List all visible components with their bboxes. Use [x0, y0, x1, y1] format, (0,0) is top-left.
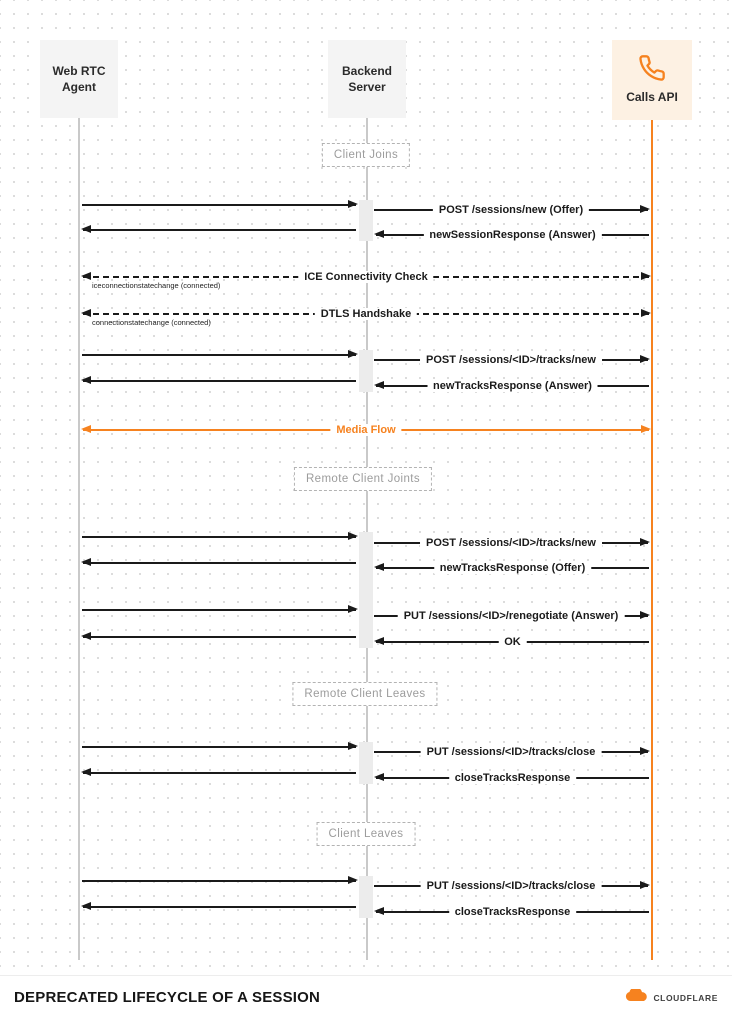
message-line — [83, 772, 356, 774]
activation-bar — [359, 200, 373, 241]
message-line — [82, 609, 356, 611]
arrowhead — [81, 768, 91, 776]
message-line — [83, 636, 356, 638]
arrowhead — [640, 355, 650, 363]
arrowhead — [81, 558, 91, 566]
message-sublabel: connectionstatechange (connected) — [92, 318, 211, 327]
arrowhead — [374, 907, 384, 915]
message-line — [82, 354, 356, 356]
cloudflare-logo-text: CLOUDFLARE — [653, 992, 718, 1003]
message-label: ICE Connectivity Check — [298, 271, 434, 283]
arrowhead — [641, 425, 651, 433]
arrowhead — [374, 773, 384, 781]
cloudflare-cloud-icon — [625, 986, 649, 1007]
message-label: PUT /sessions/<ID>/tracks/close — [420, 880, 602, 892]
message-label: newTracksResponse (Answer) — [427, 380, 598, 392]
arrowhead — [348, 350, 358, 358]
arrowhead — [348, 605, 358, 613]
section-label: Client Leaves — [316, 822, 416, 846]
arrowhead — [374, 563, 384, 571]
message-label: POST /sessions/<ID>/tracks/new — [420, 354, 602, 366]
section-label: Remote Client Leaves — [292, 682, 438, 706]
arrowhead — [348, 876, 358, 884]
phone-icon — [638, 54, 666, 82]
diagram-title: DEPRECATED LIFECYCLE OF A SESSION — [14, 989, 321, 1006]
message-label: OK — [498, 636, 527, 648]
arrowhead — [374, 230, 384, 238]
message-line — [82, 204, 356, 206]
actor-web-rtc-agent: Web RTC Agent — [40, 40, 118, 118]
arrowhead — [640, 881, 650, 889]
arrowhead — [81, 902, 91, 910]
activation-bar — [359, 532, 373, 648]
activation-bar — [359, 350, 373, 392]
arrowhead — [348, 742, 358, 750]
cloudflare-logo: CLOUDFLARE — [625, 986, 718, 1007]
arrowhead — [348, 532, 358, 540]
arrowhead — [640, 538, 650, 546]
message-label: Media Flow — [330, 424, 402, 436]
lifeline-web-rtc-agent — [78, 118, 80, 960]
arrowhead — [374, 381, 384, 389]
footer-bar: DEPRECATED LIFECYCLE OF A SESSION CLOUDF… — [0, 975, 732, 1019]
message-line — [82, 746, 356, 748]
actor-label-web-rtc-agent: Web RTC Agent — [52, 63, 106, 94]
message-line — [83, 380, 356, 382]
message-line — [82, 880, 356, 882]
section-label: Remote Client Joints — [293, 467, 433, 491]
arrowhead — [641, 309, 651, 317]
message-line — [83, 562, 356, 564]
message-label: POST /sessions/<ID>/tracks/new — [420, 537, 602, 549]
message-label: DTLS Handshake — [314, 308, 418, 320]
message-line — [83, 906, 356, 908]
lifeline-calls-api — [651, 120, 653, 960]
message-label: POST /sessions/new (Offer) — [432, 204, 590, 216]
message-sublabel: iceconnectionstatechange (connected) — [92, 281, 221, 290]
message-label: newSessionResponse (Answer) — [423, 229, 602, 241]
arrowhead — [348, 200, 358, 208]
section-label: Client Joins — [321, 143, 411, 167]
arrowhead — [81, 632, 91, 640]
arrowhead — [641, 272, 651, 280]
arrowhead — [81, 309, 91, 317]
activation-bar — [359, 876, 373, 918]
message-line — [83, 229, 356, 231]
actor-label-backend-server: Backend Server — [341, 63, 393, 94]
arrowhead — [81, 225, 91, 233]
arrowhead — [640, 747, 650, 755]
arrowhead — [81, 425, 91, 433]
arrowhead — [81, 376, 91, 384]
message-label: closeTracksResponse — [448, 906, 577, 918]
arrowhead — [81, 272, 91, 280]
activation-bar — [359, 742, 373, 784]
arrowhead — [374, 637, 384, 645]
arrowhead — [640, 205, 650, 213]
arrowhead — [640, 611, 650, 619]
actor-calls-api: Calls API — [612, 40, 692, 120]
message-label: closeTracksResponse — [448, 772, 577, 784]
message-label: PUT /sessions/<ID>/renegotiate (Answer) — [397, 610, 625, 622]
message-label: newTracksResponse (Offer) — [433, 562, 592, 574]
actor-backend-server: Backend Server — [328, 40, 406, 118]
message-line — [82, 536, 356, 538]
actor-label-calls-api: Calls API — [626, 90, 678, 105]
message-label: PUT /sessions/<ID>/tracks/close — [420, 746, 602, 758]
